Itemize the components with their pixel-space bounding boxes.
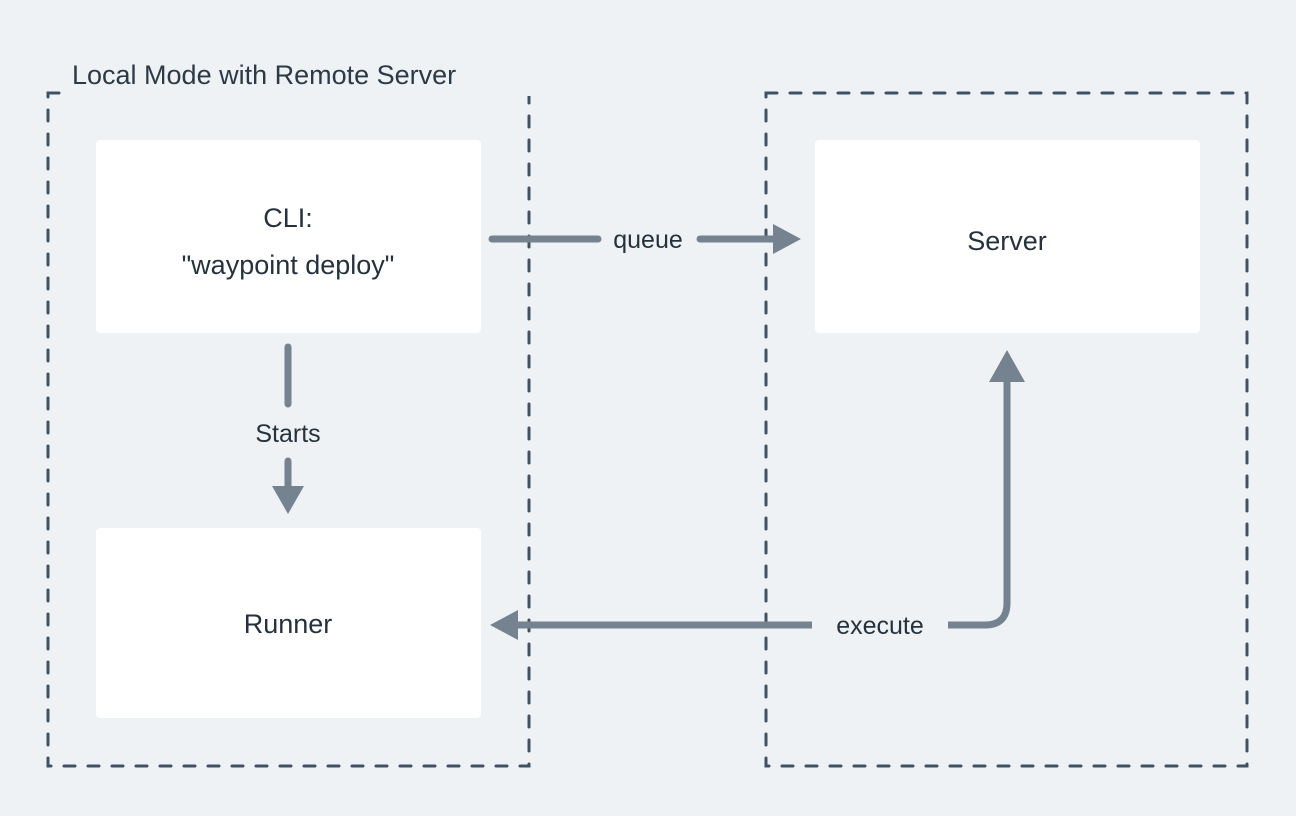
node-cli[interactable] [96, 140, 481, 333]
group-frame-remote [764, 91, 1249, 768]
node-cli-label-line1: CLI: [263, 203, 313, 233]
edge-execute-arrowhead-start [490, 610, 518, 640]
edge-starts: Starts [255, 343, 321, 514]
edge-starts-arrowhead-end [272, 486, 304, 514]
edge-execute-arrowhead-end [989, 350, 1025, 382]
node-cli-label-line2: "waypoint deploy" [182, 250, 395, 280]
edge-execute-label-backdrop [812, 606, 948, 644]
edge-queue: queue [488, 224, 801, 254]
edge-queue-arrowhead-end [773, 224, 801, 254]
edge-execute: execute [490, 350, 1025, 644]
edge-starts-label: Starts [255, 420, 320, 448]
node-server-label: Server [967, 226, 1047, 256]
node-runner[interactable] [96, 528, 481, 718]
edge-execute-label: execute [836, 612, 924, 640]
edge-execute-segment-riser [941, 368, 1011, 629]
node-server[interactable] [815, 140, 1200, 333]
diagram-title: Local Mode with Remote Server [72, 60, 456, 90]
node-runner-label: Runner [244, 609, 333, 639]
edge-queue-label: queue [613, 226, 683, 254]
title-backdrop [64, 54, 572, 96]
